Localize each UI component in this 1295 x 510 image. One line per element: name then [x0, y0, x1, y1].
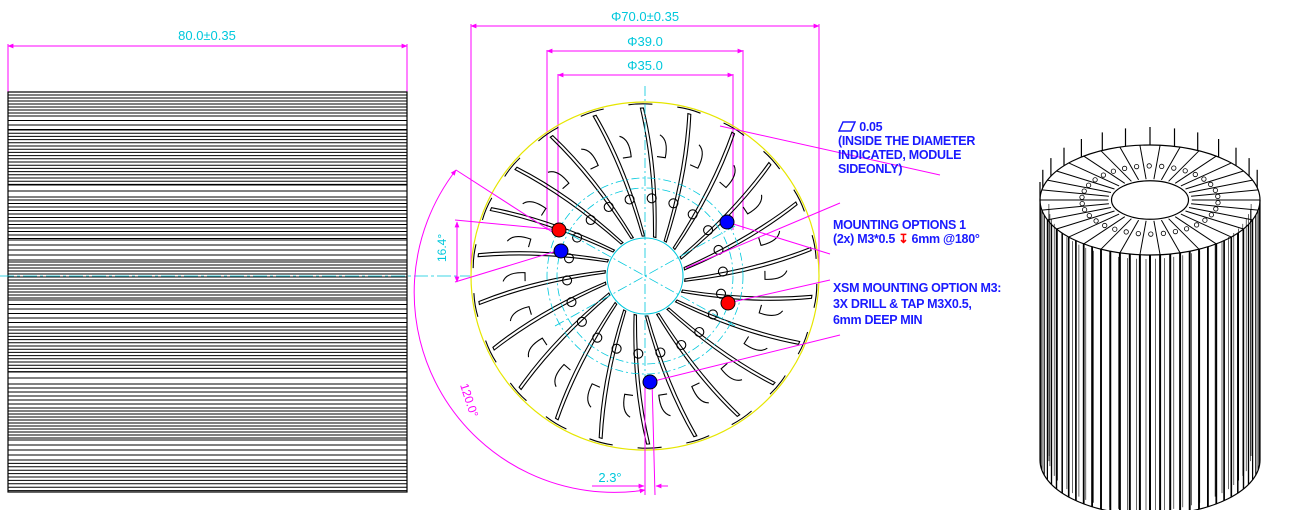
heatsink-side-body: [7, 91, 408, 493]
mounting-suffix: 6mm @180°: [908, 232, 980, 246]
side-view: 80.0±0.35: [7, 28, 408, 493]
heatsink-3d-icon: [1039, 127, 1261, 510]
xsm-line: 6mm DEEP MIN: [833, 313, 923, 327]
mounting-prefix: (2x) M3*0.5: [833, 232, 899, 246]
mounting-hole-blue: [719, 214, 735, 230]
parallelogram-icon: [837, 121, 857, 132]
angle-large-label: 120.0°: [457, 382, 481, 420]
angle-dimensions: [413, 169, 668, 496]
width-dim-label: 80.0±0.35: [178, 28, 236, 43]
angle-small-label: 16.4°: [435, 234, 449, 262]
mounting-hole-red: [551, 222, 567, 238]
xsm-line: XSM MOUNTING OPTION M3:: [833, 281, 1002, 295]
dia-35-label: Φ35.0: [627, 58, 663, 73]
angle-fin-label: 2.3°: [598, 470, 621, 485]
note-leaders: [649, 125, 941, 383]
flatness-line: (INSIDE THE DIAMETER: [838, 134, 976, 148]
mounting-hole-red: [720, 295, 736, 311]
mounting-hole-blue: [553, 243, 569, 259]
mounting-hole-blue: [642, 374, 658, 390]
flatness-value: 0.05: [859, 120, 883, 134]
flatness-line: INDICATED, MODULE: [838, 148, 962, 162]
mounting-options-note: MOUNTING OPTIONS 1 (2x) M3*0.5 ↧ 6mm @18…: [833, 218, 980, 246]
depth-icon: ↧: [898, 232, 909, 246]
xsm-mounting-note: XSM MOUNTING OPTION M3: 3X DRILL & TAP M…: [833, 280, 1001, 328]
top-view: Φ70.0±0.35 Φ39.0 Φ35.0 16.4° 120.: [0, 9, 941, 496]
flatness-note: 0.05 (INSIDE THE DIAMETER INDICATED, MOD…: [837, 120, 976, 176]
flatness-line: SIDEONLY): [838, 162, 903, 176]
width-dimension: [7, 43, 408, 92]
dia-outer-label: Φ70.0±0.35: [611, 9, 679, 24]
xsm-line: 3X DRILL & TAP M3X0.5,: [833, 297, 972, 311]
dia-39-label: Φ39.0: [627, 34, 663, 49]
mounting-title: MOUNTING OPTIONS 1: [833, 218, 966, 232]
